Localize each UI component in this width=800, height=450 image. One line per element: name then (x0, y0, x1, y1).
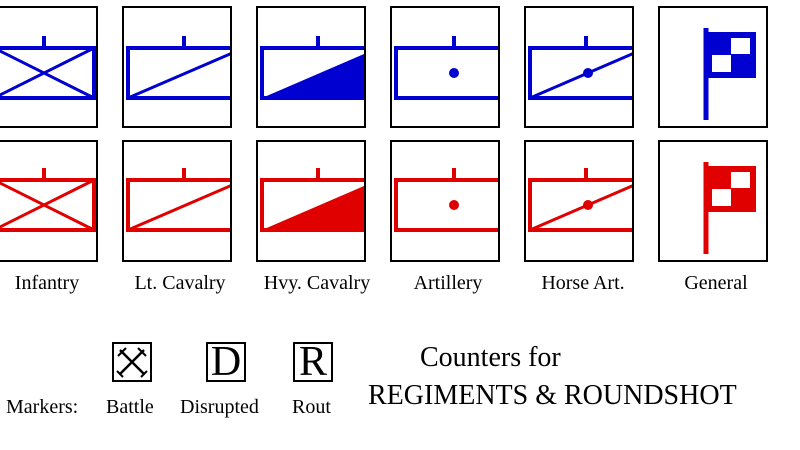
disrupted-label: Disrupted (180, 396, 259, 418)
blue-light-cavalry-counter (122, 6, 232, 128)
red-horse-artillery-counter (524, 140, 634, 262)
blue-infantry-counter (0, 6, 98, 128)
horse-artillery-symbol-icon (528, 36, 632, 100)
heavy-cavalry-symbol-icon (260, 168, 364, 232)
unit-label-light-cavalry: Lt. Cavalry (134, 272, 226, 294)
disrupted-symbol: D (210, 339, 242, 385)
unit-label-general: General (684, 272, 748, 294)
unit-label-heavy-cavalry: Hvy. Cavalry (263, 272, 371, 294)
horse-artillery-symbol-icon (528, 168, 632, 232)
general-flag-icon (703, 162, 756, 254)
rout-symbol: R (298, 339, 327, 385)
unit-label-infantry: Infantry (14, 272, 80, 294)
page-title-line2: REGIMENTS & ROUNDSHOT (368, 380, 737, 411)
unit-label-horse-artillery: Horse Art. (541, 272, 625, 294)
infantry-symbol-icon (0, 168, 96, 232)
blue-artillery-counter (390, 6, 500, 128)
heavy-cavalry-symbol-icon (260, 36, 364, 100)
battle-label: Battle (106, 396, 154, 418)
blue-horse-artillery-counter (524, 6, 634, 128)
artillery-symbol-icon (394, 36, 498, 100)
red-light-cavalry-counter (122, 140, 232, 262)
battle-marker (112, 342, 152, 382)
red-artillery-counter (390, 140, 500, 262)
crossed-swords-icon (116, 347, 148, 378)
page-title-line1: Counters for (420, 342, 561, 373)
artillery-symbol-icon (394, 168, 498, 232)
unit-label-artillery: Artillery (413, 272, 483, 294)
rout-marker: R (293, 339, 333, 385)
blue-general-counter (658, 6, 768, 128)
red-heavy-cavalry-counter (256, 140, 366, 262)
infantry-symbol-icon (0, 36, 96, 100)
red-general-counter (658, 140, 768, 262)
light-cavalry-symbol-icon (126, 36, 230, 100)
blue-heavy-cavalry-counter (256, 6, 366, 128)
general-flag-icon (703, 28, 756, 120)
red-infantry-counter (0, 140, 98, 262)
rout-label: Rout (292, 396, 331, 418)
disrupted-marker: D (206, 339, 246, 385)
light-cavalry-symbol-icon (126, 168, 230, 232)
markers-prefix-label: Markers: (6, 396, 79, 418)
